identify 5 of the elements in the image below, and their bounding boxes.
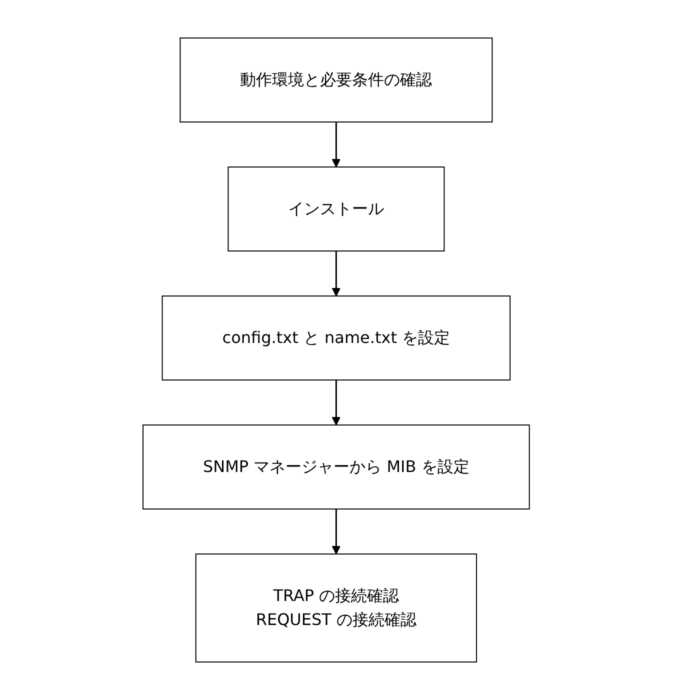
process-box: 動作環境と必要条件の確認 <box>180 37 493 122</box>
process-box: SNMP マネージャーから MIB を設定 <box>142 424 530 509</box>
process-box: TRAP の接続確認 REQUEST の接続確認 <box>196 553 478 662</box>
process-box: インストール <box>228 166 445 251</box>
process-box: config.txt と name.txt を設定 <box>162 295 511 380</box>
